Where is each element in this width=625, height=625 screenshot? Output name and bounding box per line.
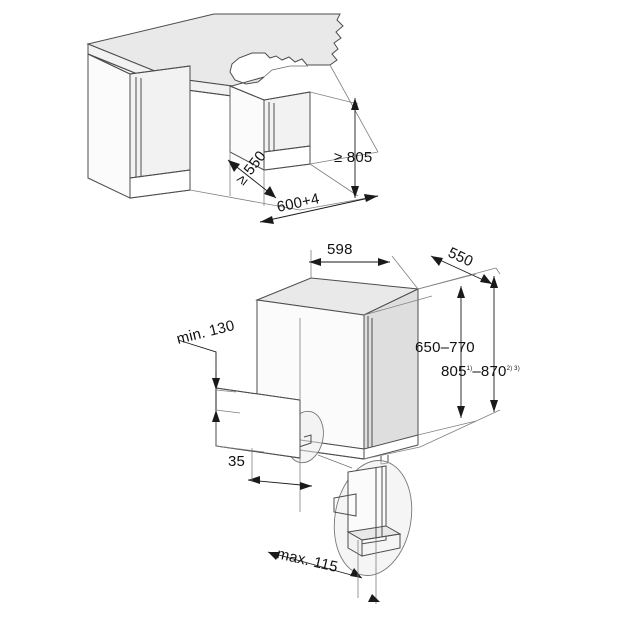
dim-598-arrow-left bbox=[309, 258, 321, 266]
dim-appliance-width-label: 598 bbox=[327, 241, 353, 258]
plinth-detail-notch bbox=[333, 493, 357, 517]
dim-max-115-label: max. 115 bbox=[275, 545, 339, 576]
dim-130-ext bbox=[215, 389, 241, 414]
plinth-detail-shape bbox=[333, 465, 402, 557]
dim-805-ext-bot bbox=[419, 409, 501, 448]
dim-height-outer-label: 8051)–8702) 3) bbox=[441, 363, 520, 380]
dim-805-arrow-top bbox=[490, 276, 498, 288]
right-cabinet-top-edge bbox=[229, 85, 311, 101]
dim-height-ext-top bbox=[309, 91, 359, 105]
main-view-group: 598 550 650–770 8051 bbox=[175, 241, 520, 512]
detail-view-group: max. 115 bbox=[267, 460, 413, 604]
dim-805-arrow-bot bbox=[490, 400, 498, 412]
dim-width-arrow-right bbox=[364, 194, 378, 202]
dim-height-arrow-top bbox=[351, 98, 359, 110]
main-view-floor-line-right bbox=[363, 446, 421, 460]
dim-min-130-label: min. 130 bbox=[175, 317, 236, 348]
dim-805-footnote-2: 2) 3) bbox=[507, 366, 520, 372]
dim-height-inner-label: 650–770 bbox=[415, 339, 475, 356]
dim-height-outer: 8051)–8702) 3) bbox=[419, 267, 520, 448]
dim-height-ext-bot bbox=[309, 163, 359, 197]
dim-115-arrow-right bbox=[350, 568, 362, 578]
dim-598-ext-right bbox=[391, 255, 419, 290]
dim-115-arrow-base bbox=[368, 594, 380, 602]
dim-650-ext-bot bbox=[417, 420, 477, 436]
dim-805-value: 805 bbox=[441, 363, 467, 380]
dim-niche-height-label: ≥ 805 bbox=[334, 149, 372, 166]
dim-805-ext-top bbox=[495, 267, 501, 275]
dim-650-ext-top bbox=[417, 273, 477, 290]
dim-650-arrow-bot bbox=[457, 406, 465, 418]
projection-floor-left bbox=[189, 189, 301, 211]
dim-width-line bbox=[259, 195, 379, 223]
dim-width-arrow-left bbox=[260, 216, 274, 224]
dim-550-ext-b bbox=[363, 295, 433, 316]
dim-niche-height: ≥ 805 bbox=[309, 91, 372, 198]
dim-height-arrow-bot bbox=[351, 186, 359, 198]
dim-height-inner: 650–770 bbox=[415, 273, 477, 436]
dim-805-range-suffix: –870 bbox=[472, 363, 506, 380]
left-cabinet-plinth-edge bbox=[129, 169, 191, 179]
main-view-floor-line bbox=[215, 445, 265, 453]
dim-35-label: 35 bbox=[228, 453, 245, 470]
left-cabinet-side-face bbox=[87, 53, 131, 199]
dim-depth-arrow-end bbox=[264, 186, 276, 198]
dim-598-arrow-right bbox=[378, 258, 390, 266]
dim-35: 35 bbox=[228, 448, 313, 490]
plinth-detail-base-line bbox=[361, 533, 401, 557]
dim-115-line bbox=[267, 551, 363, 579]
dim-niche-width: 600+4 bbox=[259, 190, 379, 224]
right-cabinet bbox=[229, 85, 311, 171]
dim-550-arrow-start bbox=[431, 256, 443, 266]
worktop-cutout-lip bbox=[263, 65, 308, 78]
dim-650-arrow-top bbox=[457, 286, 465, 298]
dim-805-footnote-1: 1) bbox=[467, 366, 473, 372]
left-cabinet bbox=[87, 53, 191, 199]
dim-35-arrow-right bbox=[300, 482, 312, 490]
dim-115-arrow-left bbox=[268, 552, 280, 560]
hinge-callout-leader bbox=[317, 454, 353, 469]
front-panel-plate bbox=[215, 318, 301, 512]
dim-550-arrow-end bbox=[480, 274, 492, 284]
dim-130-arrow-top bbox=[212, 378, 220, 390]
left-cabinet-top-edge bbox=[87, 53, 191, 75]
dim-130-leader bbox=[177, 339, 217, 380]
dim-35-arrow-left bbox=[248, 476, 260, 484]
right-cabinet-plinth-edge bbox=[263, 145, 311, 153]
top-view-group: ≥ 550 ≥ 805 600+4 bbox=[86, 13, 379, 224]
dim-130-arrow-bot bbox=[212, 410, 220, 422]
dim-depth-arrow-start bbox=[228, 160, 240, 172]
projection-bottom-right bbox=[299, 195, 379, 211]
plinth-detail-vertical-fin bbox=[375, 467, 383, 538]
dim-appliance-depth-label: 550 bbox=[445, 244, 475, 270]
projection-floor-right bbox=[309, 151, 379, 165]
dim-appliance-width: 598 bbox=[309, 241, 419, 290]
dim-niche-width-label: 600+4 bbox=[275, 190, 321, 216]
worktop-top-surface bbox=[86, 13, 344, 87]
